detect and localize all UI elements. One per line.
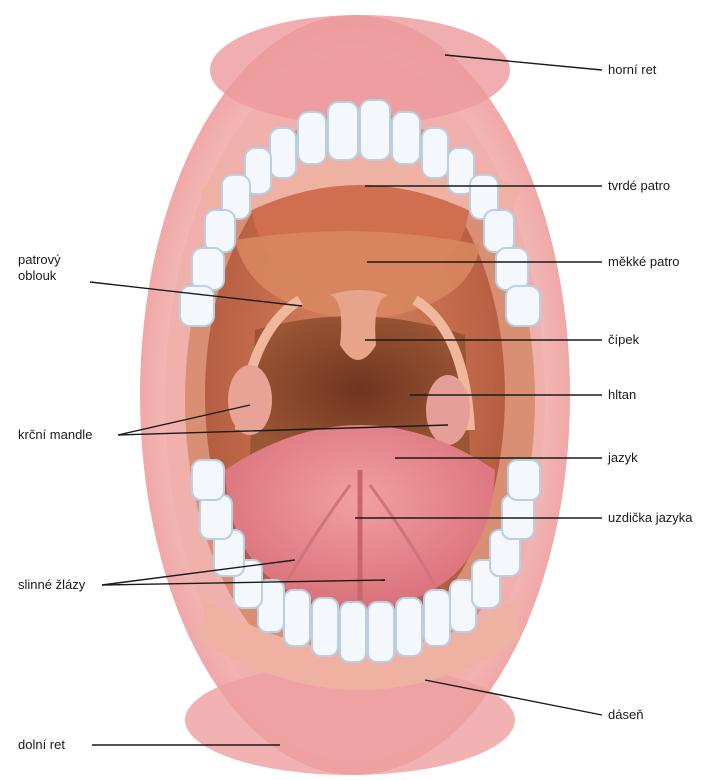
label-patrovy-oblouk-line1: patrový — [18, 252, 61, 268]
label-uzdicka-jazyka: uzdička jazyka — [608, 510, 693, 526]
label-jazyk: jazyk — [608, 450, 638, 466]
label-dasen: dáseň — [608, 707, 643, 723]
label-patrovy-oblouk-line2: oblouk — [18, 268, 61, 284]
label-cipek: čípek — [608, 332, 639, 348]
label-horni-ret: horní ret — [608, 62, 656, 78]
label-hltan: hltan — [608, 387, 636, 403]
label-krcni-mandle: krční mandle — [18, 427, 92, 443]
label-patrovy-oblouk: patrový oblouk — [18, 252, 61, 284]
label-tvrde-patro: tvrdé patro — [608, 178, 670, 194]
tonsil-right — [426, 375, 470, 445]
label-slinne-zlazy: slinné žlázy — [18, 577, 85, 593]
label-mekke-patro: měkké patro — [608, 254, 680, 270]
label-dolni-ret: dolní ret — [18, 737, 65, 753]
tonsil-left — [228, 365, 272, 435]
